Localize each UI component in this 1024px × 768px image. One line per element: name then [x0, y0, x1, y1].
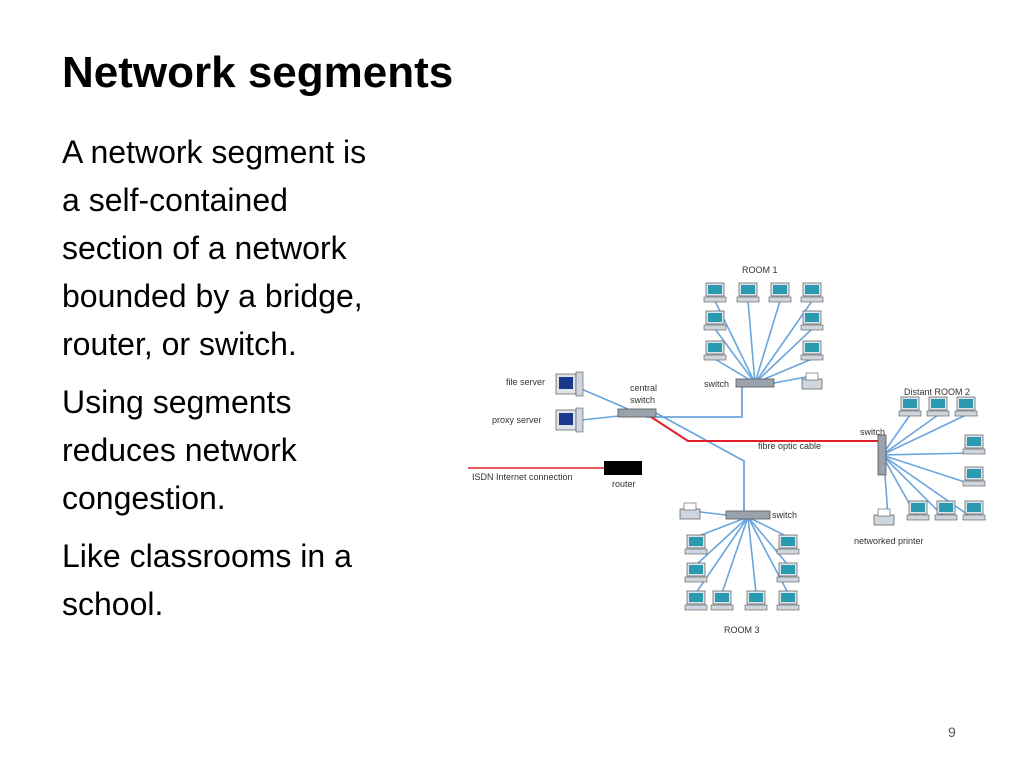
file-server-label: file server: [506, 377, 545, 387]
computer-icon: [962, 434, 986, 455]
central-switch: [617, 408, 657, 418]
text-line: section of a network: [62, 230, 347, 266]
computer-icon: [954, 396, 978, 417]
computer-icon: [703, 310, 727, 331]
printer-icon: [679, 502, 701, 520]
page-number: 9: [948, 724, 956, 740]
room2-switch: [877, 434, 887, 476]
computer-icon: [962, 500, 986, 521]
computer-icon: [776, 590, 800, 611]
room1-switch-label: switch: [704, 379, 729, 389]
room1-switch: [735, 378, 775, 388]
room3-switch-label: switch: [772, 510, 797, 520]
computer-icon: [736, 282, 760, 303]
cable: [754, 300, 781, 384]
cable: [881, 454, 975, 520]
room3-label: ROOM 3: [724, 625, 760, 635]
computer-icon: [703, 282, 727, 303]
text-line: Using segments: [62, 384, 292, 420]
text-line: school.: [62, 586, 164, 622]
room3-switch: [725, 510, 771, 520]
network-diagram: ROOM 1 Distant ROOM 2 ROOM 3 file server…: [468, 265, 986, 635]
paragraph-definition: A network segment is a self-contained se…: [62, 128, 482, 368]
text-line: reduces network: [62, 432, 297, 468]
cable: [695, 516, 749, 566]
cable: [881, 454, 947, 520]
computer-icon: [703, 340, 727, 361]
computer-icon: [934, 500, 958, 521]
computer-icon: [768, 282, 792, 303]
cable: [881, 414, 939, 456]
cable: [747, 516, 789, 538]
proxy-server-label: proxy server: [492, 415, 542, 425]
file-server-icon: [555, 371, 584, 397]
room1-label: ROOM 1: [742, 265, 778, 275]
cable: [714, 328, 756, 384]
computer-icon: [800, 340, 824, 361]
cable: [754, 300, 813, 384]
backbone-cable: [646, 383, 743, 418]
text-line: a self-contained: [62, 182, 288, 218]
slide-title: Network segments: [62, 48, 454, 97]
computer-icon: [744, 590, 768, 611]
printer-icon: [873, 508, 895, 526]
networked-printer-label: networked printer: [854, 536, 924, 546]
computer-icon: [962, 466, 986, 487]
paragraph-benefit: Using segments reduces network congestio…: [62, 378, 482, 522]
router-icon: [604, 461, 642, 475]
computer-icon: [684, 590, 708, 611]
cable: [773, 376, 807, 384]
paragraph-analogy: Like classrooms in a school.: [62, 532, 482, 628]
computer-icon: [776, 534, 800, 555]
computer-icon: [710, 590, 734, 611]
computer-icon: [800, 282, 824, 303]
text-line: router, or switch.: [62, 326, 297, 362]
proxy-server-icon: [555, 407, 584, 433]
fibre-cable-label: fibre optic cable: [758, 441, 821, 451]
computer-icon: [898, 396, 922, 417]
cable: [721, 516, 749, 594]
central-switch-label-2: switch: [630, 395, 655, 405]
text-line: Like classrooms in a: [62, 538, 352, 574]
cable: [881, 452, 975, 456]
device-layer: [555, 282, 986, 611]
cable: [881, 414, 911, 456]
router-label: router: [612, 479, 636, 489]
cable: [747, 516, 757, 594]
text-line: bounded by a bridge,: [62, 278, 363, 314]
cable: [695, 516, 749, 538]
central-switch-label-1: central: [630, 383, 657, 393]
computer-icon: [776, 562, 800, 583]
backbone-cable: [655, 412, 745, 513]
isdn-label: ISDN Internet connection: [472, 472, 573, 482]
cable: [747, 300, 756, 384]
computer-icon: [906, 500, 930, 521]
computer-icon: [926, 396, 950, 417]
slide-body: A network segment is a self-contained se…: [62, 128, 482, 638]
fibre-cable: [647, 414, 880, 442]
text-line: A network segment is: [62, 134, 367, 170]
computer-icon: [800, 310, 824, 331]
text-line: congestion.: [62, 480, 226, 516]
cable: [747, 516, 789, 566]
printer-icon: [801, 372, 823, 390]
cable: [881, 414, 967, 456]
computer-icon: [684, 562, 708, 583]
room2-label: Distant ROOM 2: [904, 387, 970, 397]
computer-icon: [684, 534, 708, 555]
cable: [754, 328, 813, 384]
room2-switch-label: switch: [860, 427, 885, 437]
cable: [881, 454, 975, 486]
